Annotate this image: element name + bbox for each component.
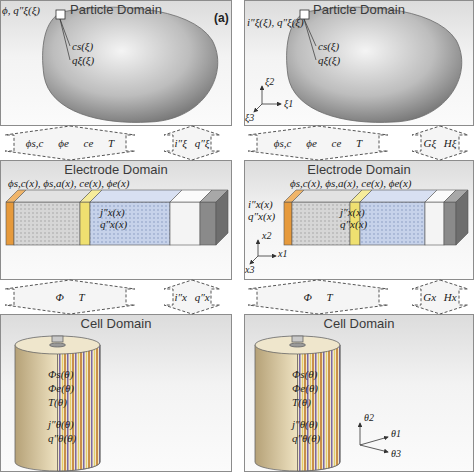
variable-label: Φe(θ) — [292, 382, 318, 394]
domain-box: Electrode Domainϕs,c(x), ϕs,a(x), ce(x),… — [0, 160, 232, 280]
arrow-label: ϕs,c ϕe ce T — [0, 136, 140, 150]
axis-label: ξ3 — [245, 112, 254, 123]
variable-label: qξ(ξ) — [72, 54, 94, 66]
axis-label: ξ1 — [284, 98, 293, 109]
variable-label: Φs(θ) — [48, 368, 73, 380]
domain-box: Electrode Domainϕs,c(x), ϕs,a(x), ce(x),… — [244, 160, 474, 280]
arrow-label: Φ T — [248, 290, 388, 304]
variable-label: i″ξ(ξ), q″ξ(ξ) — [247, 16, 304, 28]
axis-label: θ2 — [364, 412, 374, 423]
panel-label: (a) — [214, 12, 229, 25]
domain-box: Cell DomainΦs(θ) Φe(θ) T(θ) j″θ(θ) q″θ(θ) θ2 θ… — [244, 314, 474, 472]
domain-title: Particle Domain — [245, 3, 473, 17]
variable-label: j″θ(θ) — [48, 418, 74, 430]
arrow-label: i″x q″x — [122, 290, 262, 304]
variable-label: q″x(x) — [248, 210, 275, 222]
axis-label: θ1 — [391, 428, 401, 439]
variable-label: T(θ) — [292, 396, 311, 408]
axis-label: θ3 — [391, 448, 401, 459]
variable-label: j″x(x) — [100, 206, 125, 218]
domain-title: Cell Domain — [1, 317, 231, 331]
variable-label: cs(ξ) — [72, 40, 93, 52]
domain-box: Particle Domainϕ, q″ξ(ξ)cs(ξ)qξ(ξ) — [0, 0, 232, 126]
dashed-double-arrow — [248, 126, 388, 160]
variable-label: ϕs,c(x), ϕs,a(x), ce(x), ϕe(x) — [8, 177, 130, 189]
variable-label: i″x(x) — [248, 198, 273, 210]
arrow-label: Gξ Hξ — [370, 136, 474, 150]
variable-label: q″x(x) — [100, 218, 127, 230]
variable-label: T(θ) — [48, 396, 67, 408]
domain-title: Electrode Domain — [1, 163, 231, 177]
arrow-label: i″ξ q″ξ — [122, 136, 262, 150]
variable-label: q″x(x) — [340, 218, 367, 230]
axis-label: x3 — [245, 264, 254, 275]
arrow-label: ϕs,c ϕe ce T — [248, 136, 388, 150]
dashed-double-arrow — [248, 280, 388, 314]
axis-label: x2 — [262, 230, 271, 241]
variable-label: Φe(θ) — [48, 382, 74, 394]
variable-label: ϕs,c(x), ϕs,a(x), ce(x), ϕe(x) — [290, 177, 412, 189]
domain-title: Cell Domain — [245, 317, 473, 331]
variable-label: cs(ξ) — [318, 40, 339, 52]
variable-label: j″θ(θ) — [292, 418, 318, 430]
axis-label: ξ2 — [265, 76, 274, 87]
domain-box: Particle Domaini″ξ(ξ), q″ξ(ξ) cs(ξ) qξ(ξ) ξ… — [244, 0, 474, 126]
variable-label: qξ(ξ) — [318, 54, 340, 66]
arrow-label: Gx Hx — [370, 290, 474, 304]
axis-label: x1 — [278, 248, 287, 259]
variable-label: q″θ(θ) — [292, 432, 320, 444]
variable-label: q″θ(θ) — [48, 432, 76, 444]
domain-box: Cell DomainΦs(θ) Φe(θ) T(θ) j″θ(θ) q″θ(θ) — [0, 314, 232, 472]
variable-label: Φs(θ) — [292, 368, 317, 380]
domain-title: Electrode Domain — [245, 163, 473, 177]
variable-label: ϕ, q″ξ(ξ) — [2, 4, 40, 16]
arrow-label: Φ T — [0, 290, 140, 304]
variable-label: j″x(x) — [340, 206, 365, 218]
